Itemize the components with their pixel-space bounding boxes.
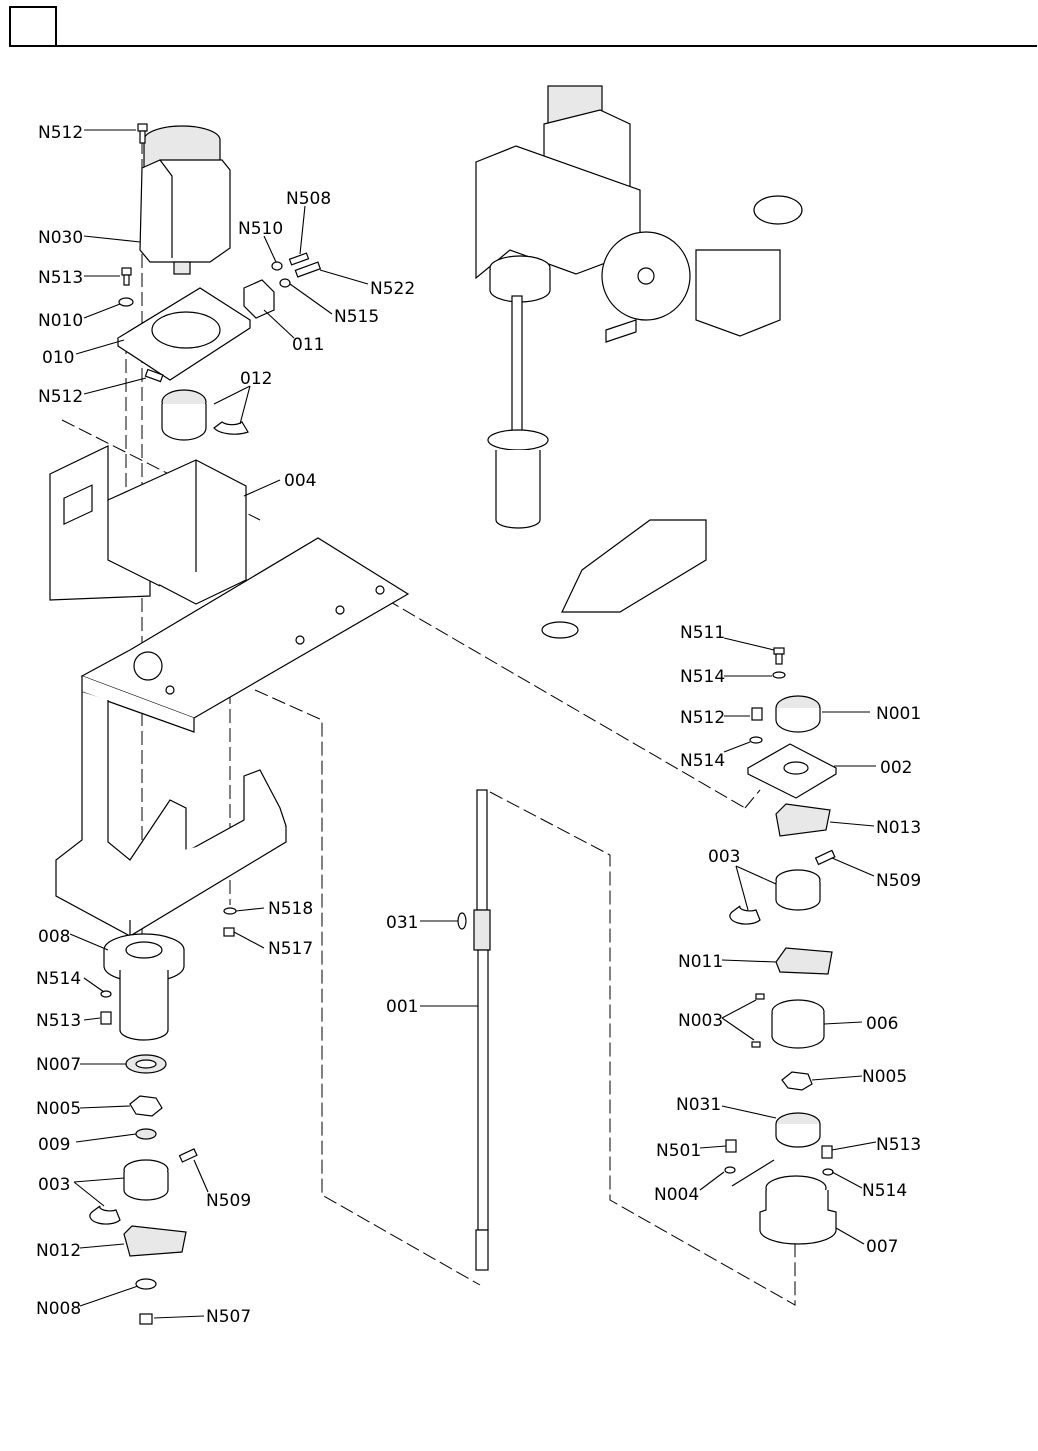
screw-washer-n512-n514-right: [750, 708, 762, 743]
bearing-n007: [126, 1055, 166, 1073]
screw-n511: [774, 648, 784, 664]
label-009: 009: [38, 1135, 70, 1155]
motor-plate-010: [118, 288, 250, 380]
label-N011: N011: [678, 952, 723, 972]
assembled-view-top-right: [476, 86, 802, 638]
washer-n514-r1: [773, 672, 785, 678]
label-008: 008: [38, 927, 70, 947]
housing-008: [104, 934, 184, 1040]
label-N512-mid: N512: [38, 387, 83, 407]
label-N510: N510: [238, 219, 283, 239]
belt-n012: [124, 1226, 186, 1256]
label-N517: N517: [268, 939, 313, 959]
washer-screw-n008-n507: [136, 1279, 156, 1324]
label-011: 011: [292, 335, 324, 355]
nut-n005-right: [782, 1072, 812, 1090]
label-N005-left: N005: [36, 1099, 81, 1119]
label-N005-right: N005: [862, 1067, 907, 1087]
spacer-009: [136, 1129, 156, 1139]
label-007: 007: [866, 1237, 898, 1257]
label-N003: N003: [678, 1011, 723, 1031]
label-N514-left: N514: [36, 969, 81, 989]
plate-002: [748, 744, 836, 798]
label-N513-top: N513: [38, 268, 83, 288]
washer-screw-n514-n513-left: [101, 991, 111, 1024]
bearing-unit-n001: [776, 696, 820, 732]
label-N508: N508: [286, 189, 331, 209]
label-002: 002: [880, 758, 912, 778]
label-004: 004: [284, 471, 316, 491]
label-N012: N012: [36, 1241, 81, 1261]
label-N507: N507: [206, 1307, 251, 1327]
label-N509-left: N509: [206, 1191, 251, 1211]
belt-n011: [776, 948, 832, 974]
label-010: 010: [42, 348, 74, 368]
label-N007: N007: [36, 1055, 81, 1075]
pulley-003-right: [730, 850, 835, 924]
pulley-003-left: [90, 1149, 197, 1224]
label-N031: N031: [676, 1095, 721, 1115]
label-N522: N522: [370, 279, 415, 299]
motor-n030: [140, 126, 230, 274]
label-N008: N008: [36, 1299, 81, 1319]
label-N511: N511: [680, 623, 725, 643]
screws-n501-n513-n514-n004: [725, 1140, 833, 1175]
label-N518: N518: [268, 899, 313, 919]
label-006: 006: [866, 1014, 898, 1034]
pulley-006-and-screws-n003: [752, 994, 824, 1048]
washer-n010: [119, 298, 133, 306]
nut-n005-left: [130, 1096, 162, 1116]
label-N514-r2: N514: [680, 751, 725, 771]
label-N001: N001: [876, 704, 921, 724]
label-N513-right: N513: [876, 1135, 921, 1155]
frame-004: [50, 446, 246, 604]
label-003-left: 003: [38, 1175, 70, 1195]
label-001: 001: [386, 997, 418, 1017]
label-N512-top: N512: [38, 123, 83, 143]
label-N501: N501: [656, 1141, 701, 1161]
bearing-n031: [776, 1113, 820, 1147]
housing-007: [760, 1176, 836, 1244]
pulley-012: [145, 370, 248, 440]
label-N514-right: N514: [862, 1181, 907, 1201]
frame-base: [56, 692, 286, 936]
label-N013: N013: [876, 818, 921, 838]
bracket-011: [244, 280, 274, 318]
label-N004: N004: [654, 1185, 699, 1205]
label-N512-right: N512: [680, 708, 725, 728]
belt-n013: [776, 804, 830, 836]
label-N509-right: N509: [876, 871, 921, 891]
label-N010: N010: [38, 311, 83, 331]
label-N513-left: N513: [36, 1011, 81, 1031]
label-003-right: 003: [708, 847, 740, 867]
label-012: 012: [240, 369, 272, 389]
screw-n513-top: [122, 268, 131, 285]
label-N514-r1: N514: [680, 667, 725, 687]
small-screws-n508-n522: [272, 253, 320, 287]
shaft-001: [458, 790, 490, 1270]
label-N515: N515: [334, 307, 379, 327]
label-031: 031: [386, 913, 418, 933]
label-N030: N030: [38, 228, 83, 248]
